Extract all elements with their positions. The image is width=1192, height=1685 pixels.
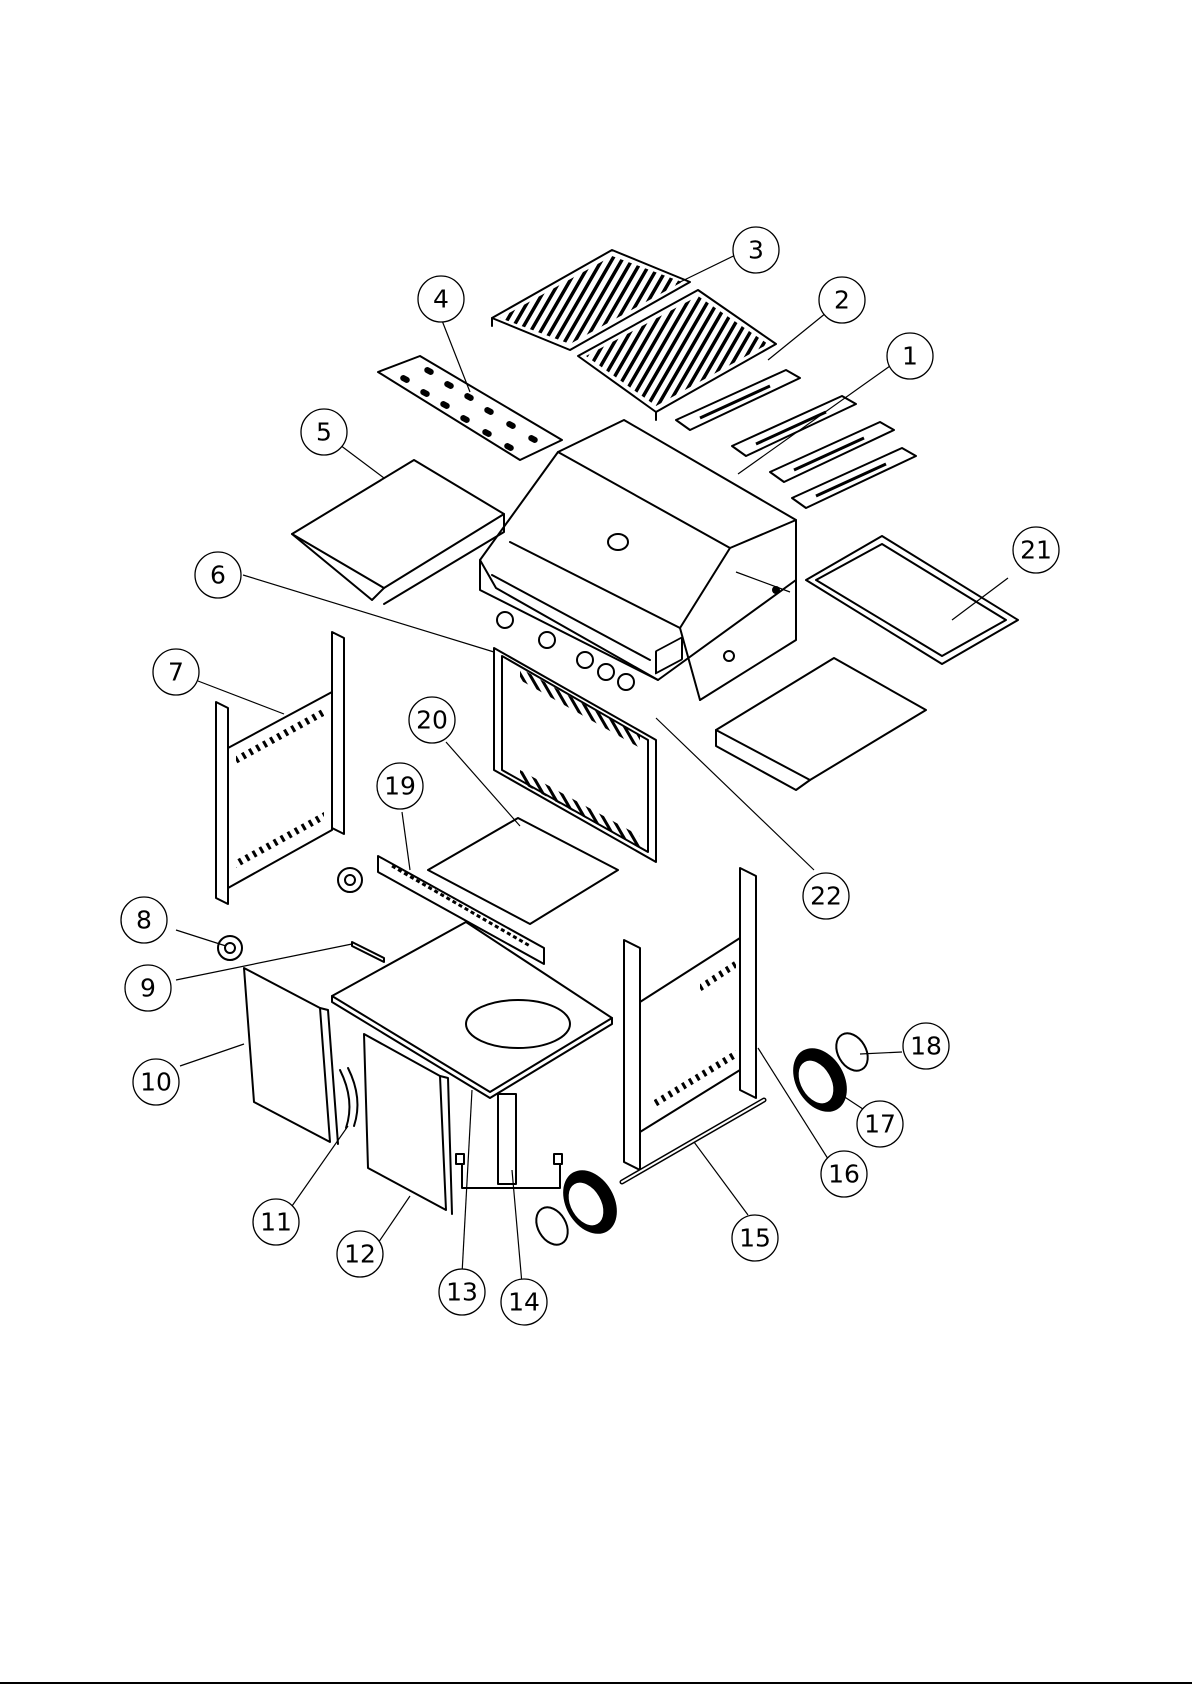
callout-15-label: 15	[739, 1224, 771, 1253]
warming-rack	[378, 356, 562, 460]
callout-22-label: 22	[810, 882, 842, 911]
callout-6-label: 6	[210, 561, 226, 590]
left-door	[244, 968, 338, 1144]
callout-11: 11	[253, 1199, 299, 1245]
left-side-frame	[216, 632, 344, 904]
right-side-shelf	[716, 658, 926, 790]
callout-15: 15	[732, 1215, 778, 1261]
callout-19: 19	[377, 763, 423, 809]
callout-6: 6	[195, 552, 241, 598]
callout-20-label: 20	[416, 706, 448, 735]
callout-18-label: 18	[910, 1032, 942, 1061]
callout-4: 4	[418, 276, 464, 322]
center-bracket	[456, 1094, 562, 1188]
callout-20: 20	[409, 697, 455, 743]
callout-12-label: 12	[344, 1240, 376, 1269]
callout-16: 16	[821, 1151, 867, 1197]
callout-22: 22	[803, 873, 849, 919]
axle	[622, 1100, 764, 1182]
callout-3-label: 3	[748, 236, 764, 265]
door-handles	[340, 1068, 357, 1128]
callout-14: 14	[501, 1279, 547, 1325]
callout-14-label: 14	[508, 1288, 540, 1317]
callout-2-label: 2	[834, 286, 850, 315]
callout-1-label: 1	[902, 342, 918, 371]
callout-2: 2	[819, 277, 865, 323]
callout-8: 8	[121, 897, 167, 943]
callout-12: 12	[337, 1231, 383, 1277]
callout-8-label: 8	[136, 906, 152, 935]
griddle	[806, 536, 1018, 664]
callout-7: 7	[153, 649, 199, 695]
callout-4-label: 4	[433, 285, 449, 314]
callout-3: 3	[733, 227, 779, 273]
small-bracket	[352, 942, 384, 962]
callout-21-label: 21	[1020, 536, 1052, 565]
callout-19-label: 19	[384, 772, 416, 801]
callout-9-label: 9	[140, 974, 156, 1003]
grill-head	[480, 420, 796, 700]
callout-13-label: 13	[446, 1278, 478, 1307]
callout-13: 13	[439, 1269, 485, 1315]
left-side-shelf	[292, 460, 504, 604]
callout-17: 17	[857, 1101, 903, 1147]
callout-5: 5	[301, 409, 347, 455]
callout-11-label: 11	[260, 1208, 292, 1237]
callout-10: 10	[133, 1059, 179, 1105]
callout-9: 9	[125, 965, 171, 1011]
callout-16-label: 16	[828, 1160, 860, 1189]
callout-21: 21	[1013, 527, 1059, 573]
callout-1: 1	[887, 333, 933, 379]
callout-18: 18	[903, 1023, 949, 1069]
callout-5-label: 5	[316, 418, 332, 447]
callout-10-label: 10	[140, 1068, 172, 1097]
callout-17-label: 17	[864, 1110, 896, 1139]
callout-7-label: 7	[168, 658, 184, 687]
